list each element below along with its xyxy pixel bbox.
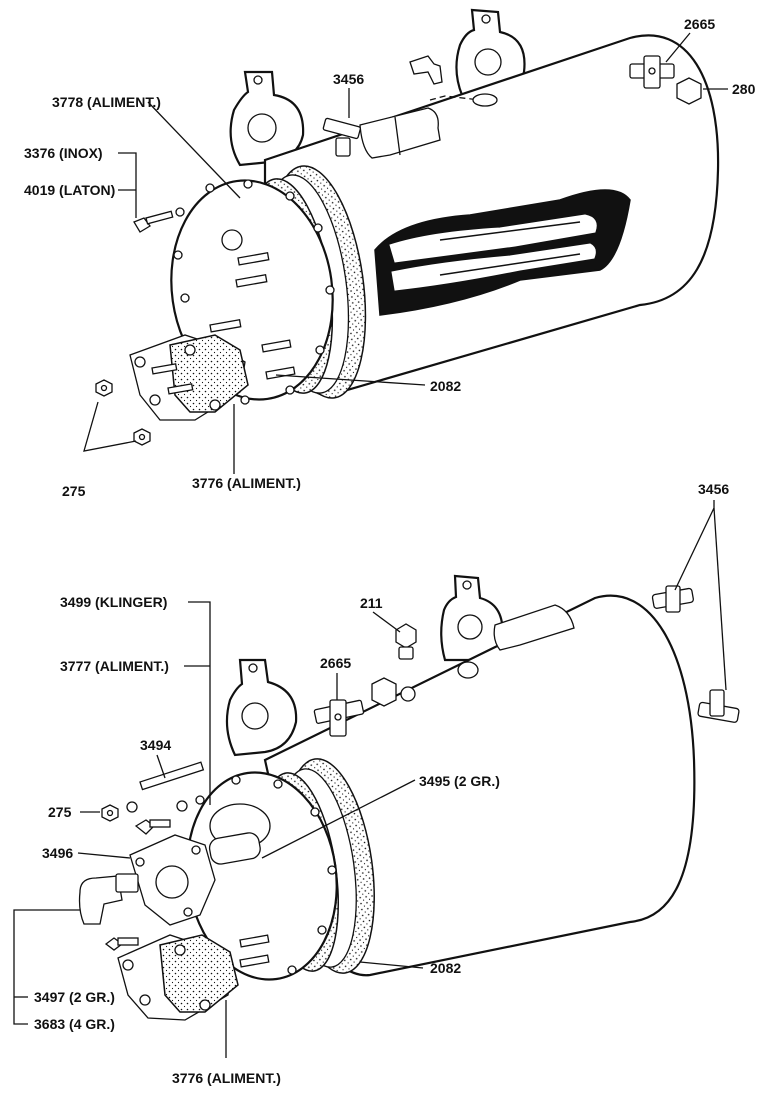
top-strap [359, 107, 441, 159]
label-3683: 3683 (4 GR.) [34, 1016, 115, 1032]
bottom-port [457, 661, 479, 679]
bottom-terminal-block [117, 934, 270, 1021]
label-3495: 3495 (2 GR.) [419, 773, 500, 789]
label-275-bottom: 275 [48, 804, 72, 820]
bottom-boiler-assembly [13, 500, 740, 1058]
label-3496: 3496 [42, 845, 73, 861]
label-211: 211 [360, 595, 383, 611]
label-3776-top: 3776 (ALIMENT.) [192, 475, 301, 491]
top-callout-labels: 3778 (ALIMENT.) 3376 (INOX) 4019 (LATON)… [24, 16, 756, 499]
label-3499: 3499 (KLINGER) [60, 594, 167, 610]
top-tee-fitting-2665 [629, 55, 675, 89]
bottom-callout-labels: 3456 3499 (KLINGER) 3777 (ALIMENT.) 211 … [34, 481, 729, 1086]
bottom-stud-3494 [139, 761, 205, 791]
label-3497: 3497 (2 GR.) [34, 989, 115, 1005]
label-3778: 3778 (ALIMENT.) [52, 94, 161, 110]
top-flange-opening [221, 229, 243, 251]
label-280: 280 [732, 81, 756, 97]
label-3494: 3494 [140, 737, 171, 753]
label-2082-top: 2082 [430, 378, 461, 394]
top-nut-275-b [133, 428, 151, 446]
label-3776-bottom: 3776 (ALIMENT.) [172, 1070, 281, 1086]
label-2665-bottom: 2665 [320, 655, 351, 671]
bottom-nut-fitting [371, 677, 416, 707]
bottom-fitting-3456-a [651, 585, 694, 613]
bottom-nut-275 [101, 804, 119, 822]
bottom-fitting-3456-b [697, 689, 740, 723]
top-fitting-3456 [322, 117, 361, 157]
label-3456-top: 3456 [333, 71, 364, 87]
bottom-washer-2 [176, 800, 188, 812]
label-4019: 4019 (LATON) [24, 182, 115, 198]
top-port [472, 93, 498, 107]
bottom-flange-bolt-holes [195, 775, 337, 975]
bottom-plug-211 [395, 623, 417, 660]
bottom-washer [126, 801, 138, 813]
bottom-bolt [134, 819, 171, 835]
label-275-top: 275 [62, 483, 86, 499]
label-3456-bottom: 3456 [698, 481, 729, 497]
bottom-elbow-3497 [78, 873, 139, 925]
bottom-bolt-2 [104, 937, 139, 951]
bottom-strap [493, 604, 575, 651]
top-elbow-fitting [409, 55, 443, 85]
top-terminal-block [129, 319, 249, 421]
top-flange-bolt-holes [173, 179, 335, 405]
top-plug-280 [676, 77, 702, 105]
label-3777: 3777 (ALIMENT.) [60, 658, 169, 674]
label-2082-bottom: 2082 [430, 960, 461, 976]
top-mounting-bracket-left [229, 70, 305, 167]
top-studs [235, 252, 296, 380]
label-2665-top: 2665 [684, 16, 715, 32]
top-heating-element [374, 189, 631, 316]
bottom-leader-lines [13, 500, 727, 1058]
bottom-fitting-3496 [129, 832, 261, 926]
top-boiler-assembly [83, 8, 728, 474]
top-leader-lines [83, 32, 728, 474]
label-3376: 3376 (INOX) [24, 145, 103, 161]
top-nut-275-a [95, 379, 113, 397]
top-flange-bolt [133, 210, 174, 233]
bottom-mounting-bracket-left [225, 658, 298, 757]
bottom-tee-fitting-2665 [313, 699, 365, 737]
